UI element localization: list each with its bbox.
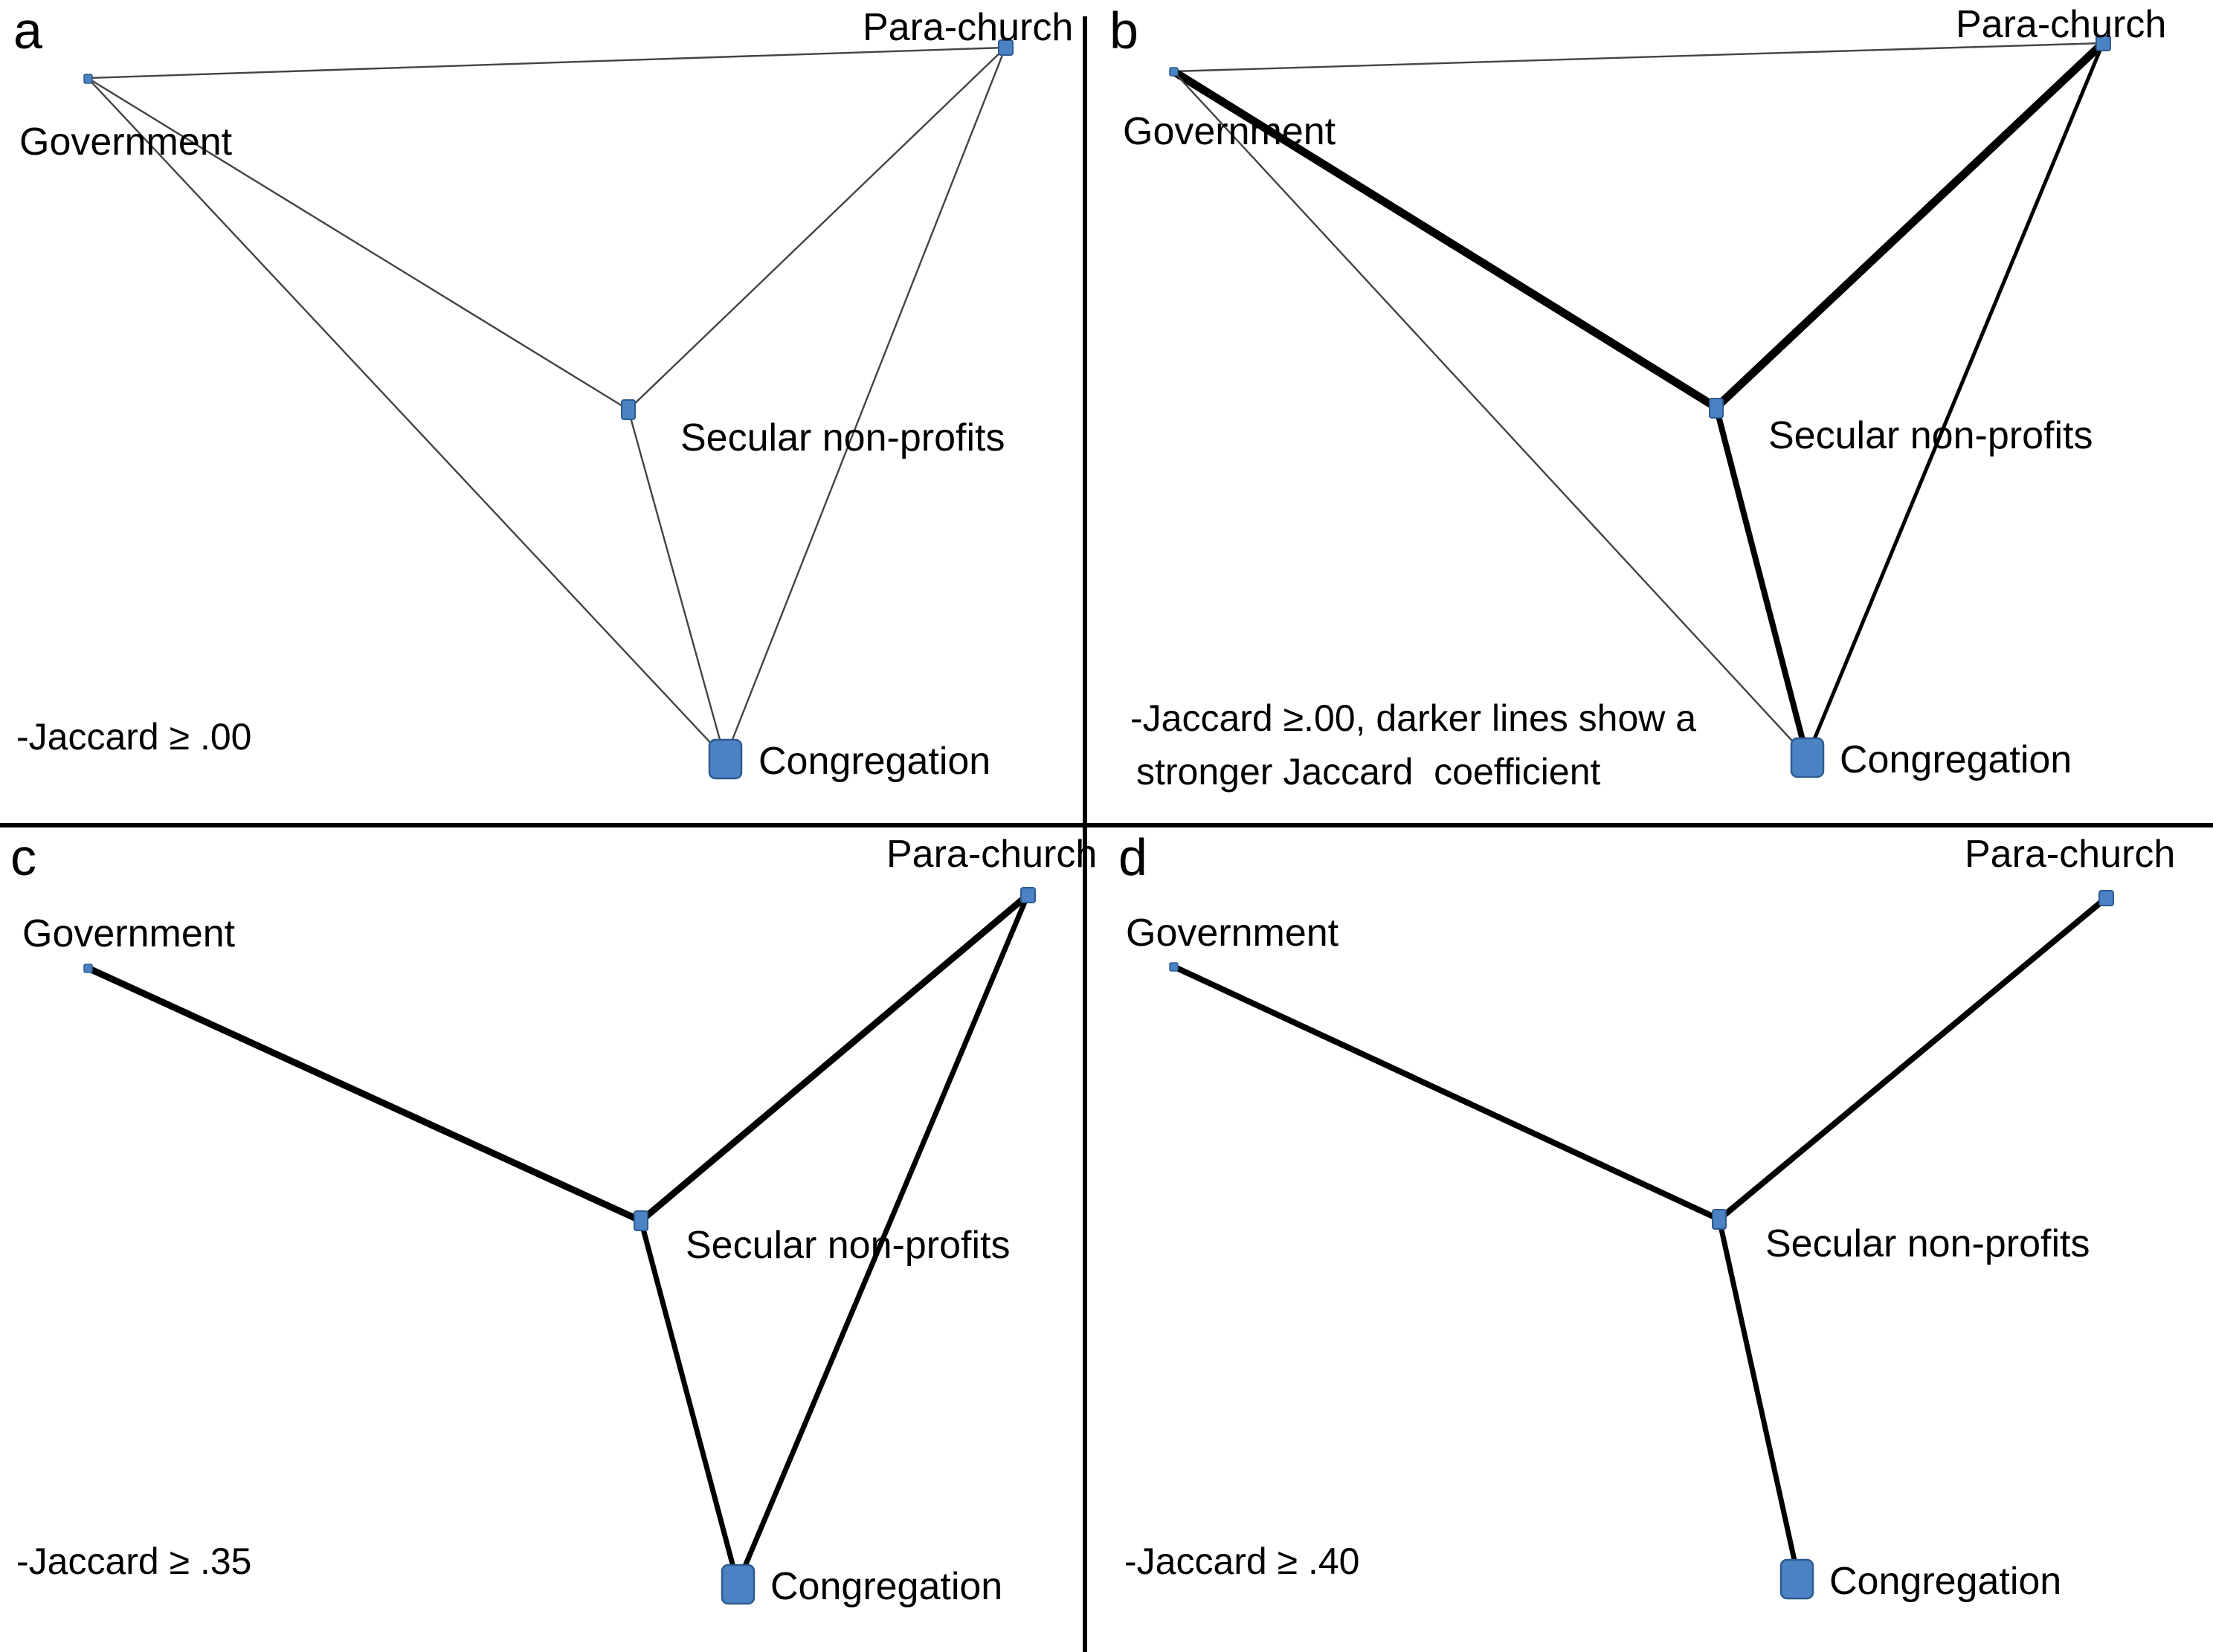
edge-secular-congregation — [1716, 1219, 1800, 1571]
node-secular — [1709, 398, 1724, 419]
node-congregation — [1790, 737, 1825, 778]
label-secular: Secular non-profits — [686, 1224, 1011, 1267]
label-parachurch: Para-church — [886, 833, 1098, 876]
edge-government-secular — [86, 964, 642, 1225]
node-parachurch — [2098, 890, 2114, 906]
node-government — [1169, 962, 1179, 972]
label-congregation: Congregation — [770, 1565, 1003, 1608]
edge-parachurch-secular — [1713, 39, 2106, 411]
node-congregation — [721, 1564, 756, 1605]
panel-a-edges — [87, 46, 1007, 759]
panel-d-nodes — [1169, 890, 2114, 1600]
panel-a-caption: -Jaccard ≥ .00 — [16, 716, 252, 758]
panel-d-network — [1169, 890, 2114, 1600]
node-secular — [634, 1210, 648, 1231]
edge-secular-congregation — [638, 1220, 741, 1584]
panel-letter-a: a — [13, 1, 42, 59]
panel-letter-d: d — [1118, 828, 1147, 886]
panel-d-caption: -Jaccard ≥ .40 — [1124, 1540, 1360, 1582]
panel-c: c Government Para-church Secular non-pro… — [0, 827, 1105, 1652]
label-secular: Secular non-profits — [1765, 1222, 2090, 1265]
panel-b-caption-line2: stronger Jaccard coefficient — [1136, 751, 1601, 793]
panel-letter-c: c — [10, 828, 36, 886]
panel-b-nodes — [1169, 35, 2111, 778]
label-parachurch: Para-church — [863, 6, 1074, 49]
edge-secular-congregation — [627, 409, 727, 759]
label-parachurch: Para-church — [1965, 833, 2176, 876]
label-government: Government — [19, 120, 233, 164]
panel-c-edges — [86, 892, 1031, 1585]
label-parachurch: Para-church — [1956, 3, 2167, 46]
label-congregation: Congregation — [1829, 1560, 2062, 1603]
edge-parachurch-secular — [639, 892, 1030, 1224]
panel-c-caption: -Jaccard ≥ .35 — [16, 1540, 252, 1582]
edge-government-congregation — [1173, 71, 1808, 758]
edge-government-parachurch — [87, 46, 1006, 80]
panel-a-nodes — [83, 39, 1014, 780]
node-parachurch — [1020, 887, 1036, 903]
edge-government-secular — [87, 77, 629, 411]
edge-government-congregation — [87, 77, 726, 759]
label-congregation: Congregation — [758, 740, 991, 783]
label-government: Government — [1126, 911, 1339, 955]
panel-c-nodes — [83, 887, 1036, 1605]
edge-secular-congregation — [1713, 406, 1810, 758]
edge-parachurch-secular — [1717, 895, 2108, 1222]
label-secular: Secular non-profits — [680, 416, 1005, 459]
panel-d-edges — [1172, 895, 2108, 1571]
node-parachurch — [998, 39, 1014, 56]
node-government — [1169, 67, 1179, 77]
edge-parachurch-congregation — [724, 47, 1007, 759]
panel-c-network — [83, 887, 1036, 1605]
node-secular — [621, 399, 636, 420]
node-government — [83, 964, 93, 973]
panel-b-network — [1169, 35, 2111, 778]
node-secular — [1712, 1209, 1727, 1230]
panel-divider-horizontal — [0, 823, 2213, 827]
node-parachurch — [2096, 35, 2111, 51]
edge-government-secular — [1172, 964, 1721, 1222]
label-secular: Secular non-profits — [1768, 414, 2093, 457]
node-congregation — [708, 738, 743, 780]
panel-b: b Government Para-church Secular non-pro… — [1108, 0, 2213, 825]
panel-divider-vertical — [1083, 16, 1087, 1652]
panel-b-caption-line1: -Jaccard ≥.00, darker lines show a — [1130, 697, 1697, 739]
panel-d: d Government Para-church Secular non-pro… — [1108, 827, 2213, 1652]
node-congregation — [1779, 1558, 1814, 1600]
panel-a-network — [83, 39, 1014, 780]
edge-parachurch-congregation — [735, 894, 1031, 1585]
edge-parachurch-secular — [628, 47, 1006, 410]
label-congregation: Congregation — [1840, 738, 2072, 781]
edge-government-parachurch — [1173, 42, 2104, 73]
label-government: Government — [1123, 110, 1336, 153]
node-government — [83, 74, 93, 84]
label-government: Government — [22, 912, 236, 955]
panel-b-edges — [1171, 39, 2106, 758]
panel-a: a Government Para-church Secular non-pro… — [0, 0, 1105, 825]
edge-parachurch-congregation — [1805, 42, 2105, 758]
panel-letter-b: b — [1109, 1, 1138, 59]
edge-government-secular — [1171, 68, 1718, 411]
